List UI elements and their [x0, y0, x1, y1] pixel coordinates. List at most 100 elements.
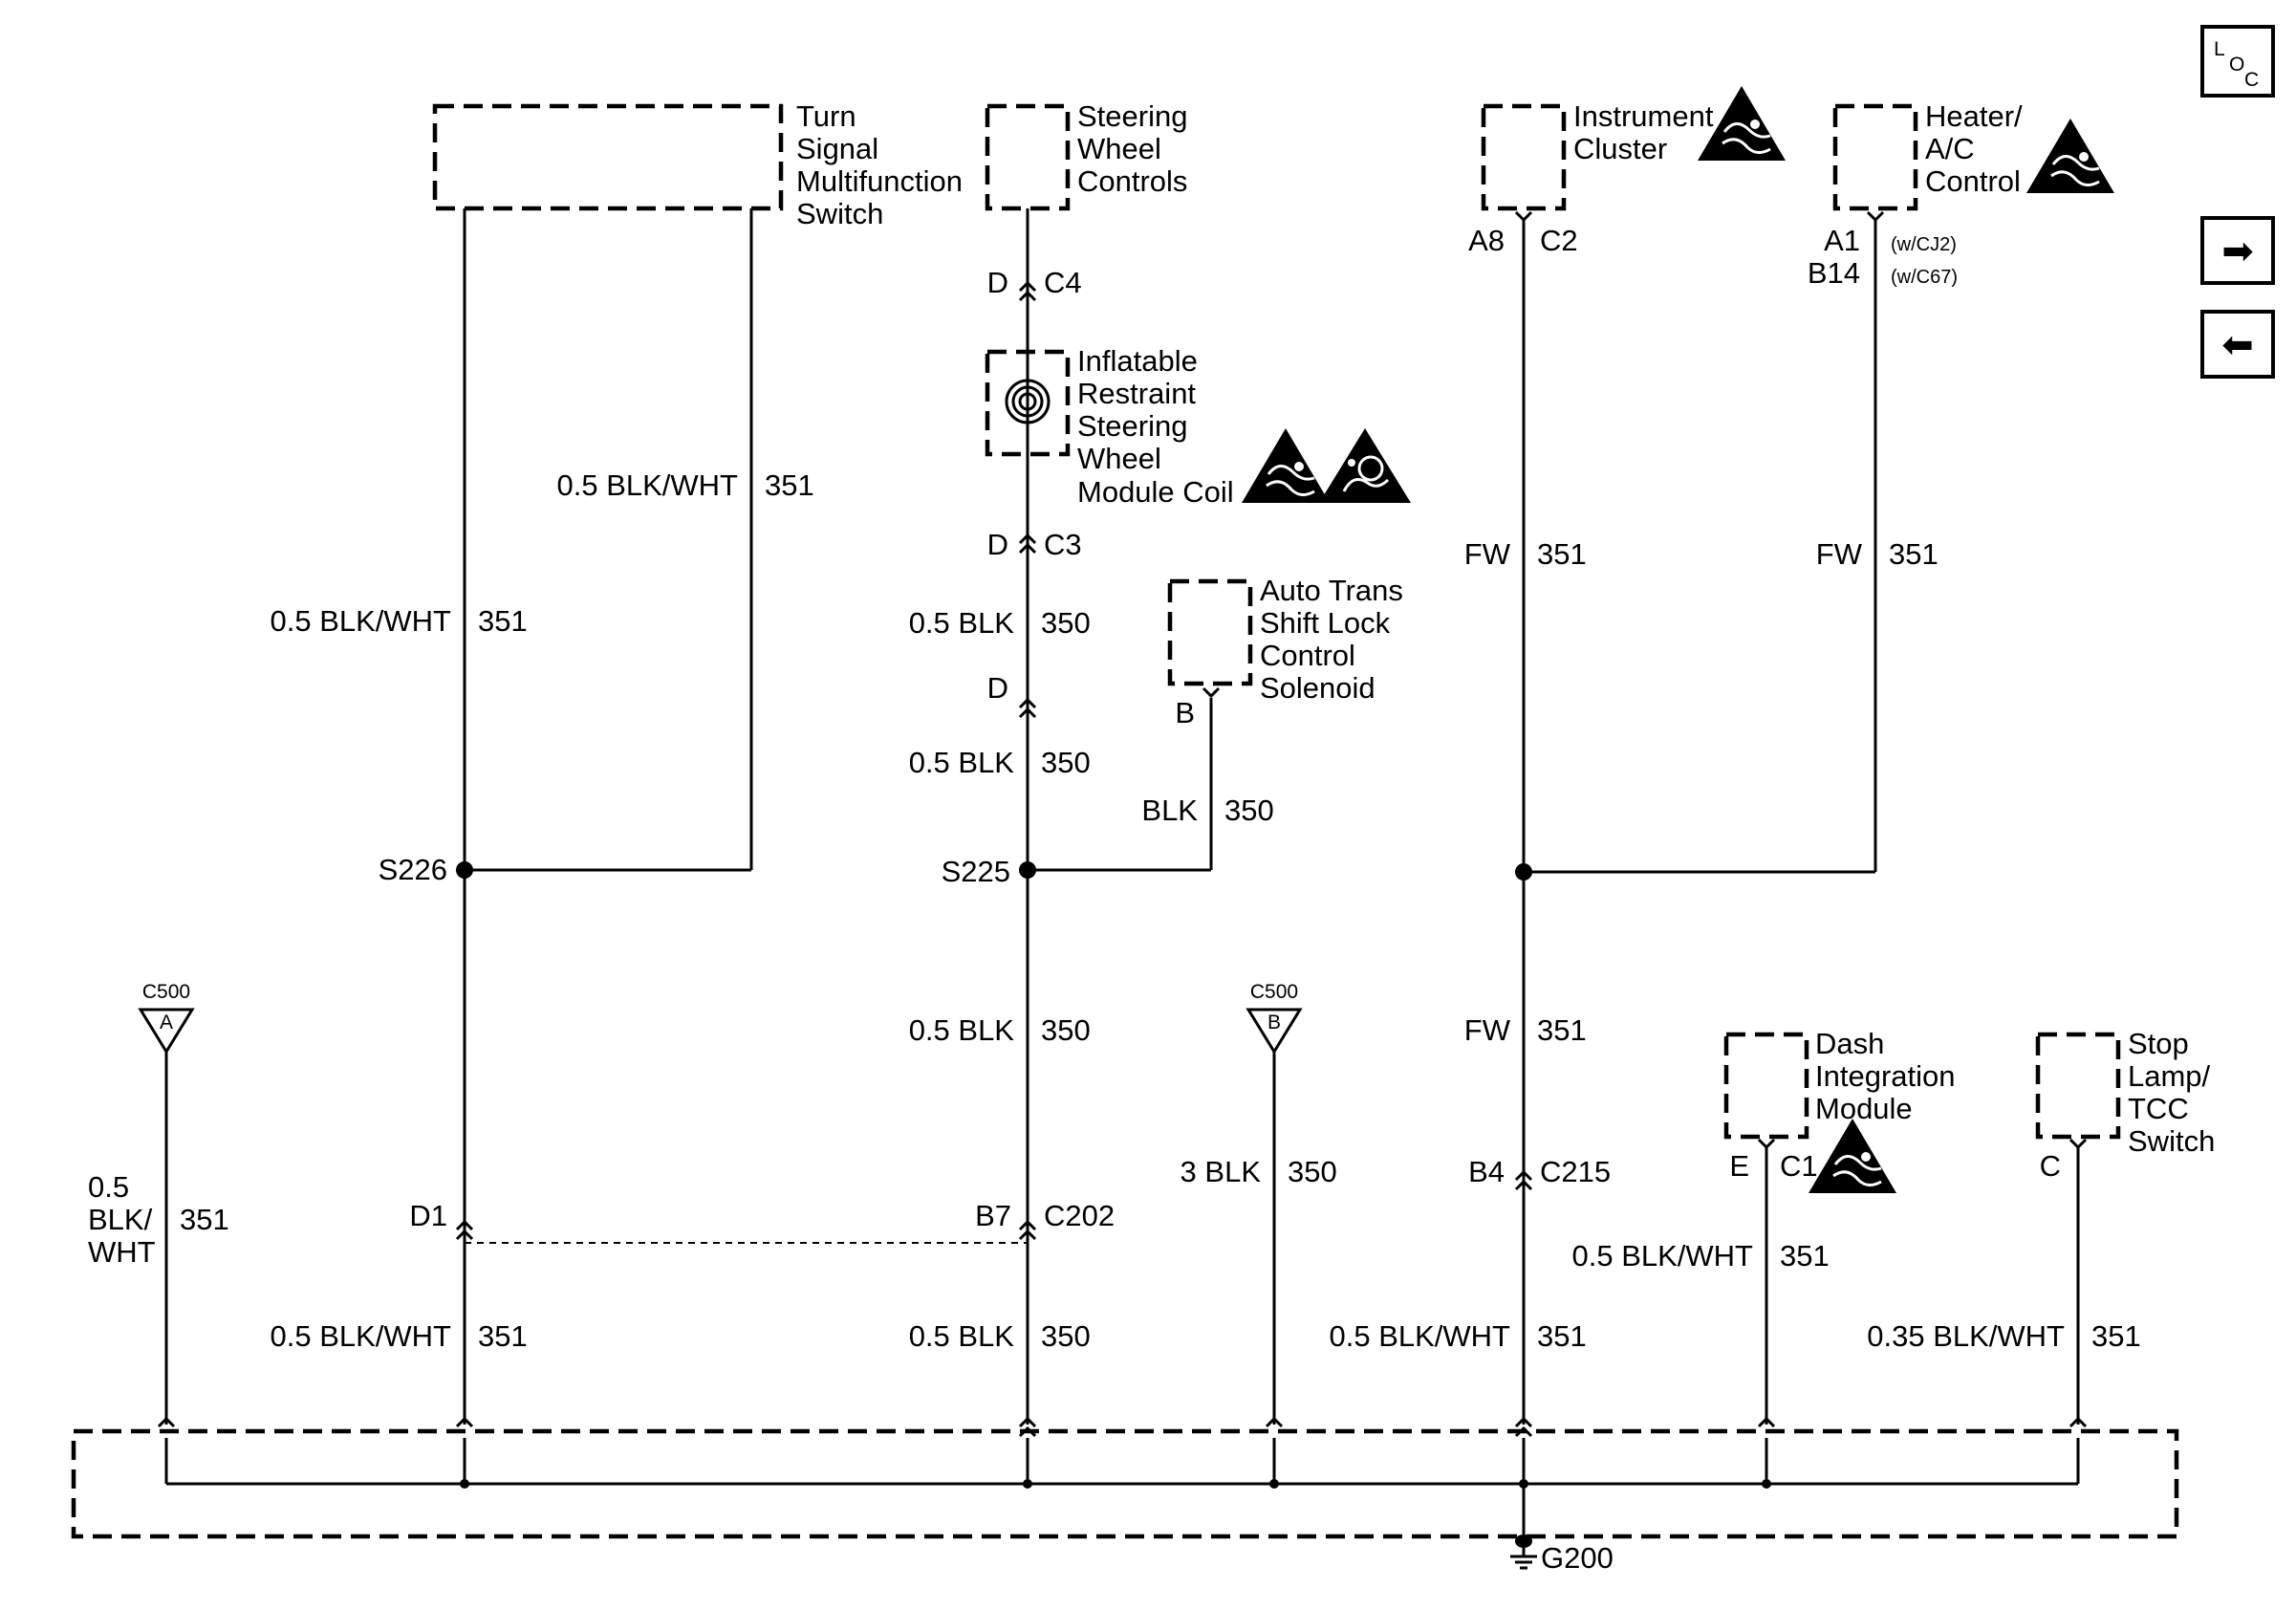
shift-lock-label-2: Shift Lock [1260, 606, 1391, 640]
previous-page-button[interactable]: ⬅ [2200, 310, 2275, 379]
c202-label: C202 [1044, 1199, 1115, 1232]
locator-button[interactable]: L O C [2200, 25, 2275, 98]
locator-o: O [2229, 54, 2244, 76]
wire-shift-circuit: 350 [1224, 794, 1274, 827]
dim-pin: E [1729, 1149, 1749, 1183]
esd-warning-icon [1240, 426, 1332, 505]
esd-warning-icon [2025, 117, 2116, 195]
steering-controls-label-1: Steering [1077, 99, 1187, 133]
wire-dim-color: 0.5 BLK/WHT [1572, 1239, 1754, 1273]
c3-label: C3 [1044, 528, 1082, 561]
dim-label-2: Integration [1815, 1059, 1956, 1093]
instrument-cluster-box [1481, 103, 1567, 211]
wire-c500a-size: 0.5 [88, 1170, 129, 1204]
wire-col-bottom-circuit: 350 [1041, 1319, 1091, 1353]
c500-a-label: C500 [142, 981, 190, 1003]
airbag-warning-icon [1317, 426, 1413, 505]
c500-b-triangle [1245, 1008, 1303, 1055]
hvac-pin-2: B14 [1808, 256, 1860, 290]
dim-label-3: Module [1815, 1092, 1913, 1125]
stop-lamp-label-3: TCC [2128, 1092, 2189, 1125]
ground-symbol-icon [1510, 1534, 1537, 1570]
c4-pin: D [987, 266, 1008, 299]
stop-lamp-pin: C [2040, 1149, 2061, 1183]
hvac-option-2: (w/C67) [1891, 267, 1958, 288]
wire-ic-lower-color: FW [1464, 1013, 1511, 1047]
wire-hvac-color: FW [1816, 537, 1863, 571]
c215-label: C215 [1540, 1155, 1611, 1188]
restraint-label-5: Module Coil [1077, 475, 1234, 509]
stop-lamp-label-1: Stop [2128, 1027, 2189, 1060]
wire-c500b-circuit: 350 [1288, 1155, 1337, 1188]
restraint-label-1: Inflatable [1077, 344, 1198, 378]
next-page-button[interactable]: ➡ [2200, 216, 2275, 285]
splice-s225-dot [1019, 861, 1036, 879]
locator-l: L [2214, 38, 2225, 60]
turn-signal-label-4: Switch [796, 197, 883, 230]
restraint-label-3: Steering [1077, 409, 1187, 443]
wire-c500a-color-1: BLK/ [88, 1203, 153, 1236]
wire-ic-lower-circuit: 351 [1537, 1013, 1587, 1047]
ground-label: G200 [1541, 1541, 1614, 1575]
wire-col-d-circuit: 350 [1041, 746, 1091, 779]
inline-pin: D [987, 671, 1008, 705]
steering-wheel-controls-box [985, 103, 1071, 211]
esd-warning-icon [1807, 1117, 1898, 1195]
splice-s226-dot [456, 861, 473, 879]
stop-lamp-switch-box [2035, 1032, 2121, 1140]
wire-dim-circuit: 351 [1780, 1239, 1830, 1273]
shift-lock-label-4: Solenoid [1260, 671, 1375, 705]
turn-signal-label-3: Multifunction [796, 164, 963, 198]
heater-ac-label-1: Heater/ [1925, 99, 2023, 133]
c202-left-pin: D1 [409, 1199, 447, 1232]
wire-col-c3-color: 0.5 BLK [909, 606, 1015, 640]
c4-label: C4 [1044, 266, 1082, 299]
wire-col-c3-circuit: 350 [1041, 606, 1091, 640]
ground-bus-box [71, 1428, 2179, 1539]
c500-b-pin: B [1267, 1012, 1281, 1033]
stop-lamp-label-2: Lamp/ [2128, 1059, 2211, 1093]
shift-lock-label-3: Control [1260, 639, 1355, 672]
right-arrow-icon: ➡ [2221, 229, 2254, 273]
c202-right-pin: B7 [975, 1199, 1011, 1232]
turn-signal-switch-box [432, 103, 784, 211]
wire-ts-left-circuit: 351 [478, 604, 528, 638]
c500-a-triangle [138, 1008, 195, 1055]
c500-a-pin: A [160, 1012, 173, 1033]
hvac-pin-1: A1 [1824, 224, 1860, 257]
ic-pin: A8 [1468, 224, 1505, 257]
wire-shift-color: BLK [1141, 794, 1198, 827]
locator-c: C [2244, 69, 2259, 91]
splice-s225-label: S225 [942, 855, 1010, 888]
wire-stop-circuit: 351 [2091, 1319, 2141, 1353]
hvac-option-1: (w/CJ2) [1891, 234, 1957, 255]
wire-ic-upper-circuit: 351 [1537, 537, 1587, 571]
connector-chevrons [157, 210, 2088, 1438]
shift-lock-pin: B [1175, 696, 1195, 729]
ground-bus-dots [460, 1479, 1771, 1489]
dash-integration-module-box [1723, 1032, 1809, 1140]
wire-stop-color: 0.35 BLK/WHT [1867, 1319, 2065, 1353]
wire-c215-bottom-color: 0.5 BLK/WHT [1330, 1319, 1511, 1353]
turn-signal-label-2: Signal [796, 132, 878, 165]
dim-connector: C1 [1780, 1149, 1818, 1183]
c500-b-label: C500 [1250, 981, 1298, 1003]
c215-pin: B4 [1468, 1155, 1505, 1188]
restraint-label-2: Restraint [1077, 377, 1196, 410]
wire-ts-right-circuit: 351 [765, 468, 814, 502]
steering-controls-label-3: Controls [1077, 164, 1187, 198]
dim-label-1: Dash [1815, 1027, 1884, 1060]
wire-left-bottom-color: 0.5 BLK/WHT [271, 1319, 452, 1353]
wire-col-lower-circuit: 350 [1041, 1013, 1091, 1047]
wire-ts-right-color: 0.5 BLK/WHT [557, 468, 739, 502]
wire-col-bottom-color: 0.5 BLK [909, 1319, 1015, 1353]
wire-left-bottom-circuit: 351 [478, 1319, 528, 1353]
wire-ic-upper-color: FW [1464, 537, 1511, 571]
instrument-cluster-label-1: Instrument [1573, 99, 1714, 133]
steering-controls-label-2: Wheel [1077, 132, 1161, 165]
ic-connector: C2 [1540, 224, 1578, 257]
wire-col-lower-color: 0.5 BLK [909, 1013, 1015, 1047]
heater-ac-label-2: A/C [1925, 132, 1975, 165]
left-arrow-icon: ⬅ [2221, 323, 2254, 367]
